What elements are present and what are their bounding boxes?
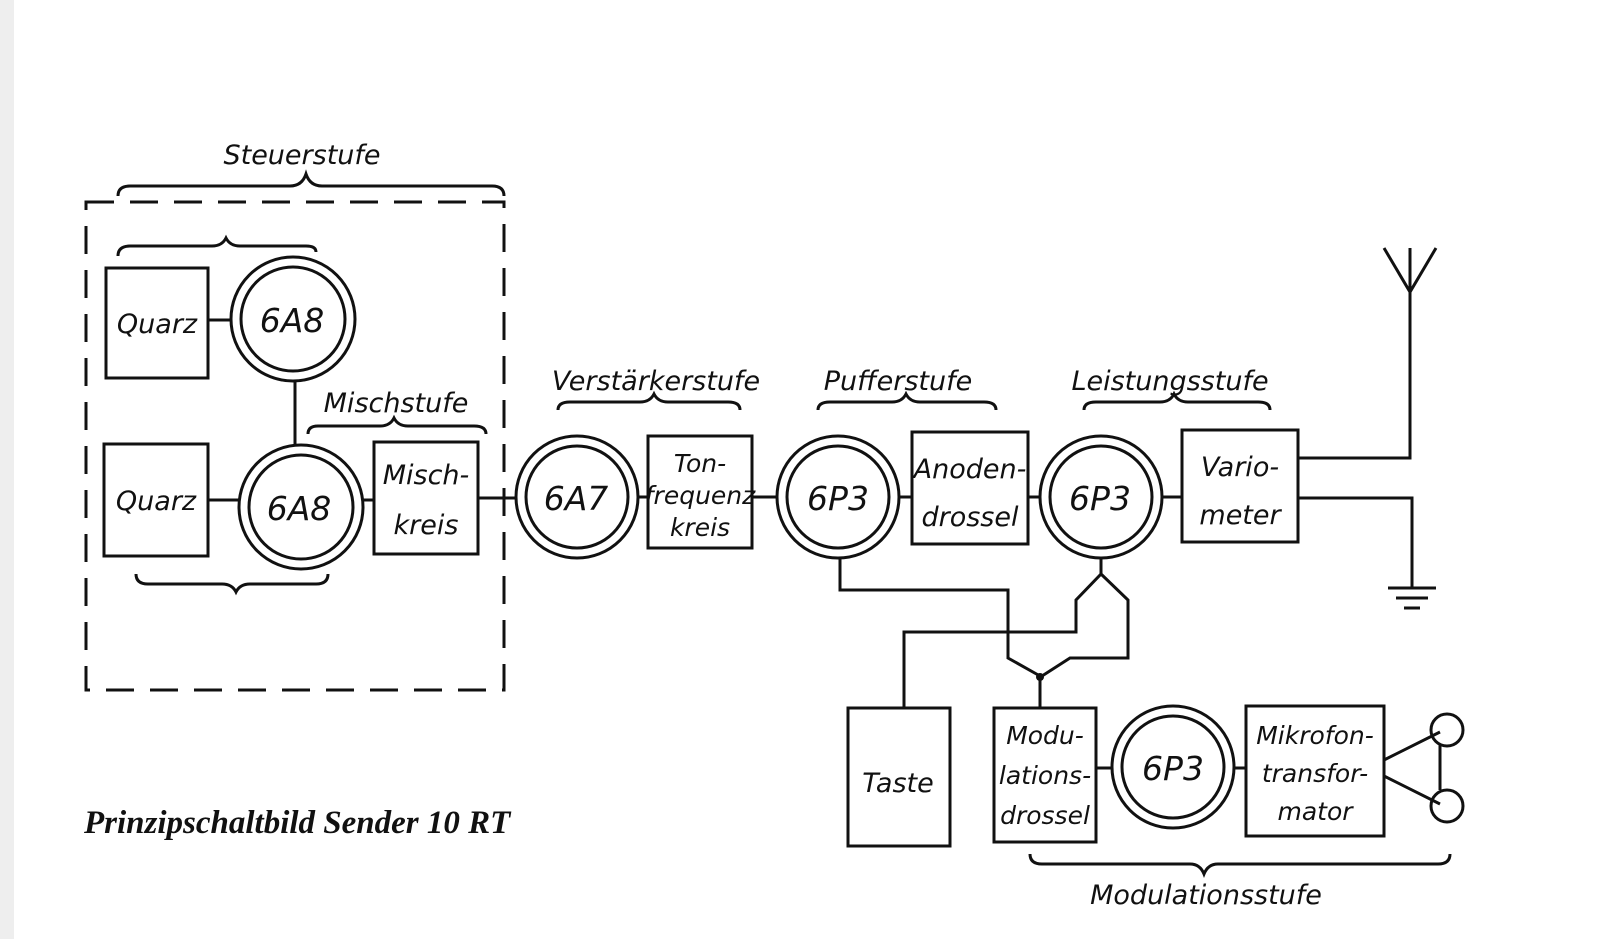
leistungsstufe-brace <box>1082 390 1272 411</box>
variometer-label-2: meter <box>1199 500 1282 531</box>
microphone-icon-top <box>1429 712 1465 748</box>
tonfrequenzkreis-label-2: frequenz <box>645 481 756 510</box>
mikrofontransformator-label-3: mator <box>1277 797 1354 826</box>
wire <box>1041 572 1130 678</box>
ground-icon <box>1388 586 1436 610</box>
mikrofontransformator-box <box>1244 704 1386 838</box>
tube-6a8-top-outer <box>229 255 357 383</box>
taste-label: Taste <box>862 768 933 799</box>
mikrofontransformator-label-2: transfor- <box>1262 759 1368 788</box>
anodendrossel-label-2: drossel <box>921 502 1019 533</box>
modulationsdrossel-label-1: Modu- <box>1006 721 1084 750</box>
quarz-brace <box>134 573 330 596</box>
quarz-bottom-label: Quarz <box>116 486 197 517</box>
quarz-top-box <box>104 266 210 380</box>
modulationsdrossel-label-3: drossel <box>1000 801 1090 830</box>
steuerstufe-frame <box>84 200 506 692</box>
tonfrequenzkreis-label-1: Ton- <box>674 449 726 478</box>
tube-6a8-top-inner <box>239 265 347 373</box>
steuerstufe-label: Steuerstufe <box>223 140 380 171</box>
tube-6a8-mixer-label: 6A8 <box>267 489 332 528</box>
scan-edge <box>0 0 14 939</box>
tube-6a8-mixer-inner <box>247 453 355 561</box>
verstaerkerstufe-label: Verstärkerstufe <box>552 366 760 397</box>
oscillator-brace <box>116 234 318 257</box>
mischkreis-label-2: kreis <box>394 510 459 541</box>
ground-feed <box>1298 496 1414 588</box>
mischkreis-label-1: Misch- <box>383 460 470 491</box>
pufferstufe-brace <box>816 390 998 411</box>
modulationsstufe-brace <box>1028 853 1452 879</box>
microphone-icon-bottom <box>1429 788 1465 824</box>
diagram-caption: Prinzipschaltbild Sender 10 RT <box>83 805 512 841</box>
leistungsstufe-label: Leistungsstufe <box>1071 366 1268 397</box>
modulationsdrossel-label-2: lations- <box>999 761 1091 790</box>
verstaerkerstufe-brace <box>556 390 742 411</box>
wire <box>838 558 1041 678</box>
mischstufe-brace <box>306 414 488 435</box>
variometer-label-1: Vario- <box>1201 452 1279 483</box>
mischstufe-label: Mischstufe <box>324 388 469 419</box>
tonfrequenzkreis-box <box>646 434 754 550</box>
anodendrossel-label-1: Anoden- <box>912 454 1027 485</box>
tonfrequenzkreis-label-3: kreis <box>670 513 730 542</box>
tube-6p3-buffer-label: 6P3 <box>807 479 869 518</box>
mikrofontransformator-label-1: Mikrofon- <box>1256 721 1374 750</box>
anodendrossel-box <box>910 430 1030 546</box>
tube-6p3-power-inner <box>1048 444 1154 550</box>
antenna-icon <box>1382 247 1438 295</box>
pufferstufe-label: Pufferstufe <box>824 366 972 397</box>
modulationsstufe-label: Modulationsstufe <box>1090 880 1322 911</box>
taste-box <box>846 706 952 848</box>
modulationsdrossel-box <box>992 706 1098 844</box>
tube-6p3-modulator-label: 6P3 <box>1142 749 1204 788</box>
antenna-feed <box>1298 290 1412 460</box>
variometer-box <box>1180 428 1300 544</box>
tube-6a7-inner <box>524 444 630 550</box>
tube-6p3-buffer-inner <box>785 444 891 550</box>
tube-6a8-mixer-outer <box>237 443 365 571</box>
tube-6p3-modulator-inner <box>1120 714 1226 820</box>
wire <box>1383 730 1442 806</box>
tube-6a7-label: 6A7 <box>544 479 609 518</box>
tube-6p3-power-label: 6P3 <box>1069 479 1131 518</box>
steuerstufe-brace <box>116 169 506 197</box>
wire <box>902 558 1103 708</box>
tube-6a8-top-label: 6A8 <box>260 301 325 340</box>
quarz-top-label: Quarz <box>117 309 198 340</box>
mischkreis-box <box>372 440 480 556</box>
